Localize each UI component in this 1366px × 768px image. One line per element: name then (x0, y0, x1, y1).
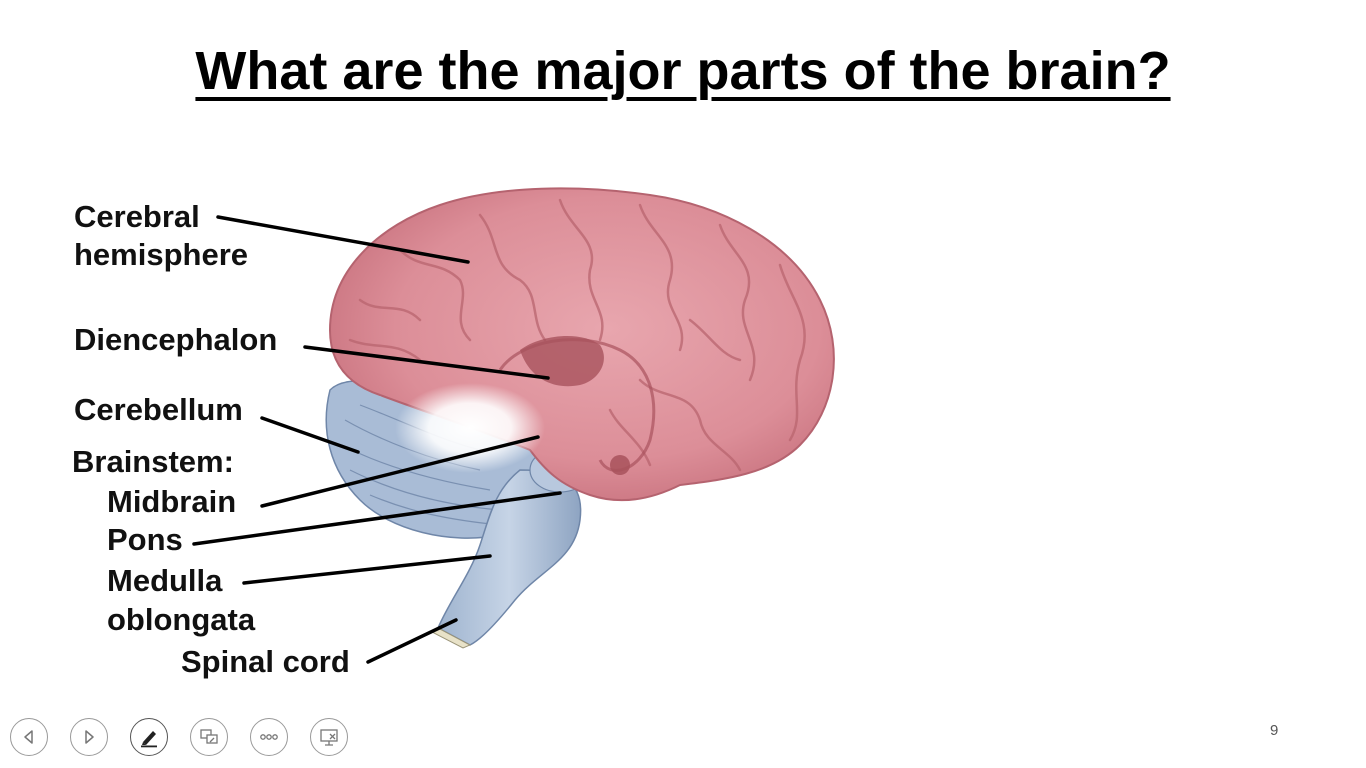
slide-sorter-button[interactable] (190, 718, 228, 756)
slide-title: What are the major parts of the brain? (195, 41, 1171, 101)
presentation-close-icon (320, 729, 338, 746)
leader-lines (192, 215, 562, 664)
label-midbrain: Midbrain (107, 484, 237, 519)
arrow-right-icon (85, 730, 94, 744)
next-slide-button[interactable] (70, 718, 108, 756)
label-spinal-cord: Spinal cord (181, 644, 350, 679)
more-options-button[interactable] (250, 718, 288, 756)
pen-tool-button[interactable] (130, 718, 168, 756)
slide-number: 9 (1270, 722, 1279, 739)
label-pons: Pons (107, 522, 183, 557)
previous-slide-button[interactable] (10, 718, 48, 756)
label-oblongata: oblongata (107, 602, 256, 637)
ellipsis-icon (260, 734, 278, 740)
arrow-left-icon (24, 730, 33, 744)
label-diencephalon: Diencephalon (74, 322, 278, 357)
end-show-button[interactable] (310, 718, 348, 756)
label-cerebellum: Cerebellum (74, 392, 243, 427)
label-cerebral: Cerebral (74, 199, 200, 234)
slides-grid-icon (200, 729, 218, 744)
pen-icon (141, 731, 157, 748)
label-medulla: Medulla (107, 563, 223, 598)
label-hemisphere: hemisphere (74, 237, 249, 272)
label-brainstem: Brainstem: (72, 444, 234, 479)
